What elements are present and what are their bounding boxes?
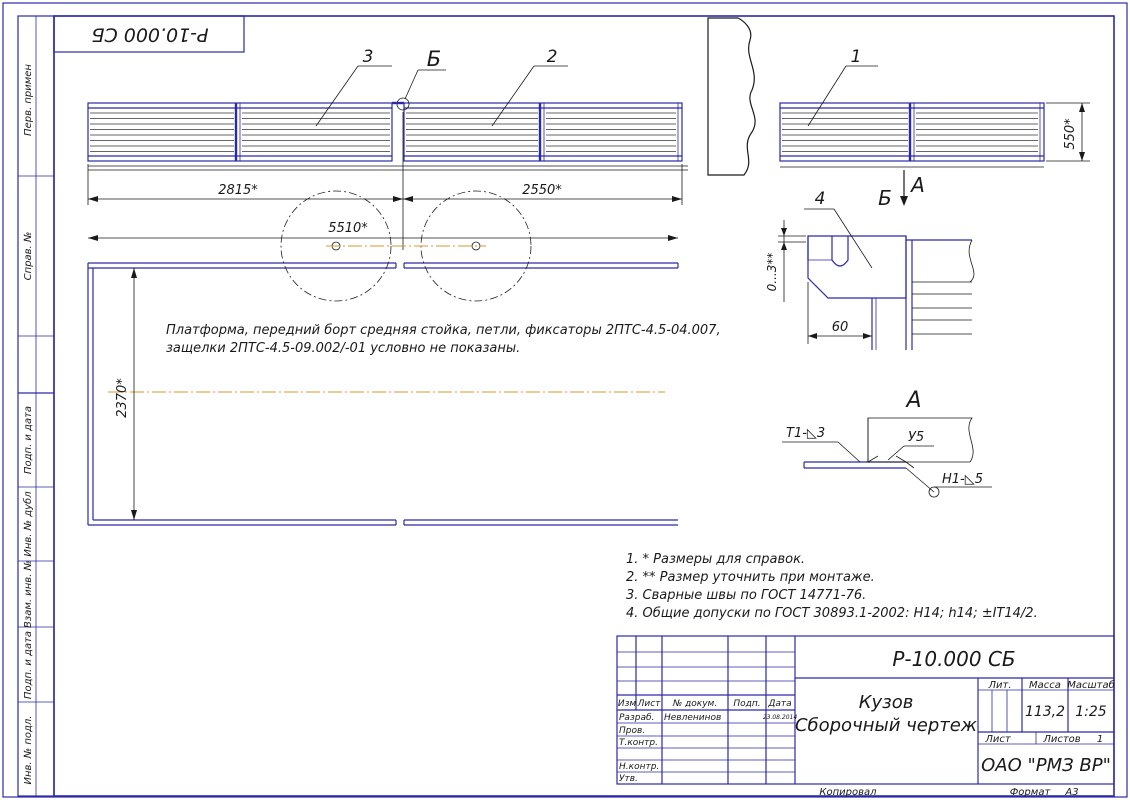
list-label: Лист — [984, 734, 1012, 745]
plan-view: 5510* 2370* — [87, 190, 679, 526]
note-4: 4. Общие допуски по ГОСТ 30893.1-2002: H… — [626, 606, 1038, 621]
callout-2: 2 — [491, 47, 568, 127]
side-board-assembly — [87, 97, 688, 171]
dim-550-label: 550* — [1063, 118, 1078, 150]
hdr-data: Дата — [767, 699, 791, 709]
side-label-inv-dubl: Инв. № дубл — [22, 491, 34, 557]
row-tkontr-role: Т.контр. — [619, 738, 658, 748]
side-label-podp-data-2: Подп. и дата — [23, 631, 34, 699]
dim-2815: 2815* — [87, 112, 404, 250]
break-section — [707, 17, 756, 176]
note-1: 1. * Размеры для справок. — [626, 552, 805, 567]
dim-2370-label: 2370* — [115, 378, 130, 418]
callout-2-label: 2 — [547, 47, 558, 67]
kopiroval-label: Копировал — [819, 787, 877, 798]
weld-t1-label: Т1-◺3 — [786, 426, 825, 441]
main-note-line-1: Платформа, передний борт средняя стойка,… — [166, 323, 721, 338]
dim-2550-label: 2550* — [522, 183, 562, 198]
callout-3: 3 — [315, 47, 392, 127]
side-label-perv-primen: Перв. примен — [23, 64, 34, 136]
masshtab-label: Масштаб — [1067, 679, 1115, 691]
rear-board-slats — [782, 112, 1038, 152]
drawing-name-1: Кузов — [859, 692, 914, 713]
title-block: Р-10.000 СБ Кузов Сборочный чертеж Лит. … — [616, 635, 1115, 785]
weld-n1-label: Н1-◺5 — [942, 472, 983, 487]
callout-3-label: 3 — [363, 47, 374, 67]
hdr-dokum: № докум. — [672, 699, 717, 709]
callout-1: 1 — [807, 47, 878, 127]
dim-2550: 2550* — [403, 164, 683, 205]
format-label: Формат — [1010, 787, 1052, 798]
designation: Р-10.000 СБ — [892, 647, 1015, 671]
masshtab-value: 1:25 — [1075, 704, 1107, 720]
dim-03-label: 0...3** — [765, 253, 779, 292]
callout-4-label: 4 — [815, 189, 826, 209]
massa-value: 113,2 — [1025, 704, 1065, 720]
board-slats — [90, 112, 676, 152]
main-note: Платформа, передний борт средняя стойка,… — [166, 323, 721, 356]
row-prov-role: Пров. — [619, 726, 645, 736]
arrow-a-label: А — [909, 173, 925, 197]
rear-board-view — [779, 102, 1045, 168]
weld-u5-label: У5 — [908, 430, 924, 445]
section-arrow-b-a: Б А — [878, 170, 925, 210]
row-razrab-name: Невленинов — [664, 713, 721, 723]
dim-550: 550* — [1046, 102, 1090, 162]
format-value: А3 — [1064, 787, 1078, 798]
row-nkontr-role: Н.контр. — [619, 762, 659, 772]
hdr-list: Лист — [637, 699, 662, 709]
dim-5510-label: 5510* — [328, 221, 368, 236]
row-razrab-role: Разраб. — [619, 713, 654, 723]
lit-label: Лит. — [987, 680, 1011, 691]
footer: Копировал Формат А3 — [819, 787, 1078, 798]
dim-60-label: 60 — [832, 320, 849, 335]
callout-1-label: 1 — [851, 47, 862, 67]
hdr-podp: Подп. — [733, 699, 760, 709]
drawing-name-2: Сборочный чертеж — [795, 715, 978, 736]
listov-value: 1 — [1097, 734, 1103, 745]
side-label-podp-data-1: Подп. и дата — [23, 406, 34, 474]
note-2: 2. ** Размер уточнить при монтаже. — [626, 570, 875, 585]
hdr-izm: Изм — [618, 699, 637, 709]
dim-2815-label: 2815* — [218, 183, 258, 198]
callout-b: Б — [404, 47, 446, 100]
organization: ОАО "РМЗ ВР" — [981, 755, 1111, 776]
side-strip: Перв. примен Справ. № Подп. и дата Инв. … — [17, 15, 55, 797]
note-3: 3. Сварные швы по ГОСТ 14771-76. — [626, 588, 866, 603]
listov-label: Листов — [1042, 734, 1080, 745]
massa-label: Масса — [1029, 680, 1061, 691]
row-razrab-date: 23.08.2014 — [763, 714, 798, 721]
side-label-vzam-inv: Взам. инв. № — [23, 560, 34, 628]
callout-b-label: Б — [427, 47, 441, 71]
side-label-inv-podl: Инв. № подл. — [23, 716, 34, 785]
row-utv-role: Утв. — [619, 774, 638, 784]
view-a: А Т1-◺3 У5 Н1-◺5 — [782, 388, 992, 498]
detail-b: 4 0...3** 60 — [765, 189, 975, 350]
arrow-b-label: Б — [878, 186, 892, 210]
technical-notes: 1. * Размеры для справок. 2. ** Размер у… — [626, 552, 1038, 621]
designation-top: Р-10.000 СБ — [91, 24, 208, 46]
side-label-sprav: Справ. № — [23, 232, 34, 281]
main-note-line-2: защелки 2ПТС-4.5-09.002/-01 условно не п… — [166, 341, 520, 356]
designation-box-top: Р-10.000 СБ — [53, 15, 245, 53]
view-a-title: А — [904, 388, 921, 413]
